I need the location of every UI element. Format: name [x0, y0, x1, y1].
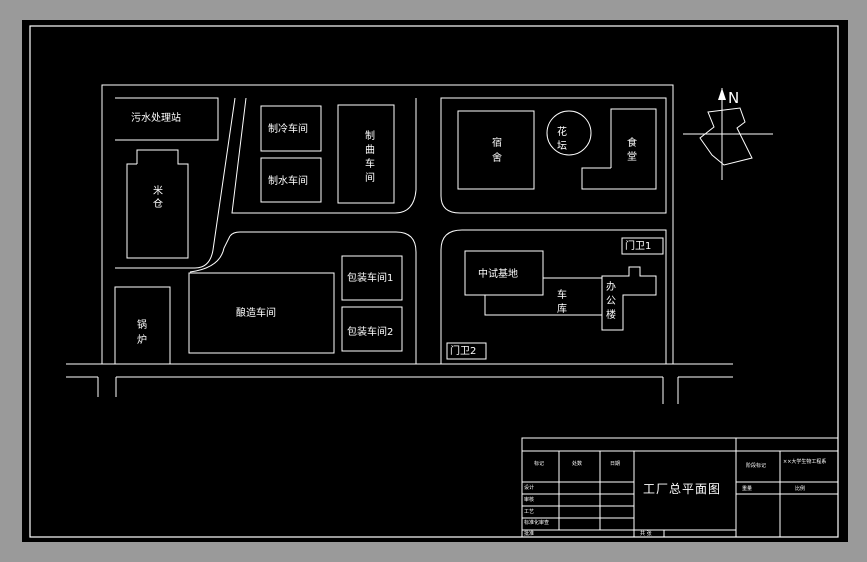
title-block-scale: 比例 [795, 486, 806, 492]
label-rice-warehouse-2: 仓 [153, 199, 163, 210]
boiler-block [114, 286, 171, 364]
cooling-workshop [260, 105, 322, 152]
sewage-station [115, 97, 219, 141]
brewing-workshop [188, 272, 335, 354]
garage-office-outline [484, 266, 657, 331]
label-brewing-workshop: 酿造车间 [236, 308, 276, 319]
label-rice-warehouse-1: 米 [153, 186, 163, 197]
diagonal-road-edge-a [115, 97, 236, 269]
label-garden-2: 坛 [557, 141, 567, 152]
packing-workshop-1 [341, 255, 403, 301]
title-block-weight: 重量 [742, 486, 753, 492]
label-pilot-base: 中试基地 [478, 269, 518, 280]
label-dormitory-1: 宿 [492, 138, 502, 149]
site-boundary [101, 84, 674, 364]
label-canteen-1: 食 [627, 138, 637, 149]
label-dormitory-2: 舍 [492, 153, 502, 164]
flower-bed [546, 110, 592, 156]
label-koji-3: 车 [365, 159, 375, 170]
north-compass [683, 88, 773, 180]
pilot-base [464, 250, 544, 296]
south-east-block [440, 229, 667, 364]
title-block-row-process: 工艺 [524, 509, 535, 515]
title-block-drawing-title: 工厂总平面图 [643, 482, 722, 496]
label-packing-workshop-2: 包装车间2 [347, 327, 394, 338]
label-cooling-workshop: 制冷车间 [268, 124, 308, 135]
title-block-row-design: 设计 [524, 485, 535, 491]
label-koji-1: 制 [365, 131, 375, 142]
title-block [521, 437, 839, 538]
label-garage-1: 车 [557, 290, 567, 301]
title-block-stage: 阶段标记 [746, 463, 767, 469]
diagonal-road-edge-b [189, 235, 231, 273]
label-sewage-station: 污水处理站 [131, 113, 181, 124]
title-block-company: ××大学生物工程系 [783, 459, 827, 465]
packing-workshop-2 [341, 306, 403, 352]
title-block-sheet: 共 张 [640, 531, 652, 537]
title-block-col-count: 处数 [572, 461, 583, 467]
label-koji-2: 曲 [365, 145, 375, 156]
gatehouse-1 [621, 237, 664, 255]
south-middle-block [229, 231, 417, 364]
label-packing-workshop-1: 包装车间1 [347, 273, 394, 284]
title-block-row-review: 审核 [524, 497, 535, 503]
label-office-2: 公 [606, 296, 616, 307]
label-canteen-2: 堂 [627, 152, 637, 163]
label-office-1: 办 [606, 282, 616, 293]
north-east-block [440, 97, 667, 214]
title-block-col-date: 日期 [610, 461, 621, 467]
rice-warehouse [126, 149, 189, 259]
label-garden-1: 花 [557, 127, 567, 138]
drawing-frame [29, 25, 839, 538]
label-gatehouse-2: 门卫2 [450, 346, 477, 357]
label-boiler-2: 炉 [137, 335, 147, 346]
compass-north-label: N [728, 89, 739, 107]
koji-workshop [337, 104, 395, 204]
label-gatehouse-1: 门卫1 [625, 241, 652, 252]
label-koji-4: 间 [365, 173, 375, 184]
north-middle-block [231, 97, 417, 214]
title-block-col-mark: 标记 [534, 461, 545, 467]
title-block-row-standard: 标准化审查 [524, 520, 550, 526]
label-office-3: 楼 [606, 310, 616, 321]
canteen [581, 108, 657, 190]
label-water-workshop: 制水车间 [268, 176, 308, 187]
gatehouse-2 [446, 342, 487, 360]
title-block-row-approve: 批准 [524, 531, 535, 537]
label-garage-2: 库 [557, 304, 567, 315]
drawing-background [22, 20, 848, 542]
dormitory [457, 110, 535, 190]
water-workshop [260, 157, 322, 203]
label-boiler-1: 锅 [137, 320, 147, 331]
